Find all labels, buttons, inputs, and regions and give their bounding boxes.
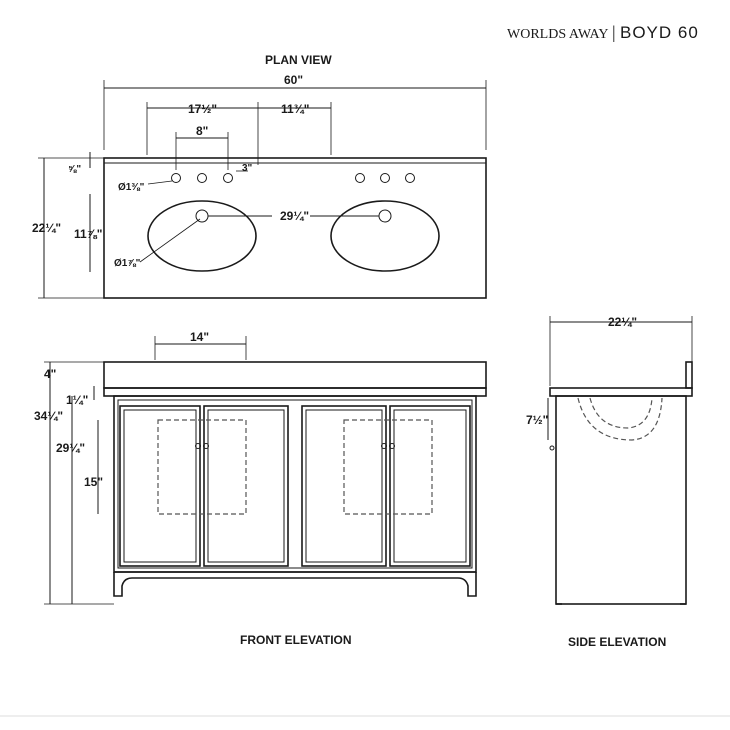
backsplash-gap-label: 3" <box>242 163 253 174</box>
side-cabinet-body <box>555 395 687 605</box>
cabinet-height-label: 29¼" <box>56 441 85 455</box>
side-backsplash <box>685 361 693 389</box>
cabinet-door <box>301 405 387 567</box>
door-knob <box>381 443 387 449</box>
sink-spacing-label: 29¼" <box>280 209 309 223</box>
door-panel <box>305 409 383 563</box>
front-elevation: 14" 34¼" 4" 1¼" <box>34 330 487 647</box>
door-knob <box>389 443 395 449</box>
side-elevation-title: SIDE ELEVATION <box>568 635 666 649</box>
cabinet-body <box>113 395 477 573</box>
faucet-hole-diameter-label: Ø1⅜" <box>118 182 145 193</box>
side-elevation: 22¼" 7½" SIDE ELEVATION <box>526 315 693 649</box>
cabinet-door <box>203 405 289 567</box>
top-thickness-label: 1¼" <box>66 393 88 407</box>
cabinet-door <box>119 405 201 567</box>
faucet-hole <box>380 173 390 183</box>
plan-view-title: PLAN VIEW <box>265 53 332 67</box>
hidden-side-basin <box>577 397 663 441</box>
faucet-hole <box>223 173 233 183</box>
backsplash-width-label: 14" <box>190 330 209 344</box>
door-panel <box>207 409 285 563</box>
right-sink-drain <box>378 209 392 223</box>
faucet-hole <box>405 173 415 183</box>
cabinet-legs <box>113 572 477 597</box>
side-knob <box>549 445 555 451</box>
faucet-spread-label: 8" <box>196 124 208 138</box>
sink-depth-label: 11⅞" <box>74 227 102 241</box>
backsplash-depth-label: ⅝" <box>68 164 81 175</box>
overall-depth-label: 22¼" <box>32 221 61 235</box>
side-depth-label: 22¼" <box>608 315 637 329</box>
left-sink-basin <box>147 200 257 272</box>
countertop-outline <box>103 157 487 299</box>
leader-line <box>147 180 173 185</box>
overall-height-label: 34¼" <box>34 409 63 423</box>
cabinet-door <box>389 405 471 567</box>
door-knob <box>203 443 209 449</box>
faucet-offset-label: 11¾" <box>281 102 309 116</box>
label-background <box>272 204 310 226</box>
faucet-hole <box>171 173 181 183</box>
header-separator: | <box>612 22 616 42</box>
basin-depth-label: 7½" <box>526 413 548 427</box>
faucet-hole <box>197 173 207 183</box>
hidden-left-basin <box>157 419 247 515</box>
door-panel <box>123 409 197 563</box>
drain-diameter-label: Ø1⅞" <box>114 258 141 269</box>
product-name: BOYD 60 <box>620 23 699 42</box>
backsplash-front <box>103 361 487 389</box>
overall-width-label: 60" <box>284 73 303 87</box>
door-panel <box>393 409 467 563</box>
leader-line <box>139 218 201 263</box>
brand-name: WORLDS AWAY <box>507 27 608 42</box>
front-elevation-title: FRONT ELEVATION <box>240 633 352 647</box>
hidden-right-basin <box>343 419 433 515</box>
sink-offset-label: 17½" <box>188 102 217 116</box>
cabinet-frame-inner <box>117 399 473 569</box>
backsplash-height-label: 4" <box>44 367 56 381</box>
plan-view: PLAN VIEW 60" 17½" 11¾" 8" 22¼" ⅝" 11⅞" <box>32 53 487 299</box>
countertop-front <box>103 387 487 397</box>
basin-height-label: 15" <box>84 475 103 489</box>
faucet-hole <box>355 173 365 183</box>
header: WORLDS AWAY | BOYD 60 <box>507 22 699 42</box>
hidden-side-basin-inner <box>589 397 653 429</box>
right-sink-basin <box>330 200 440 272</box>
door-knob <box>195 443 201 449</box>
side-countertop <box>549 387 693 397</box>
